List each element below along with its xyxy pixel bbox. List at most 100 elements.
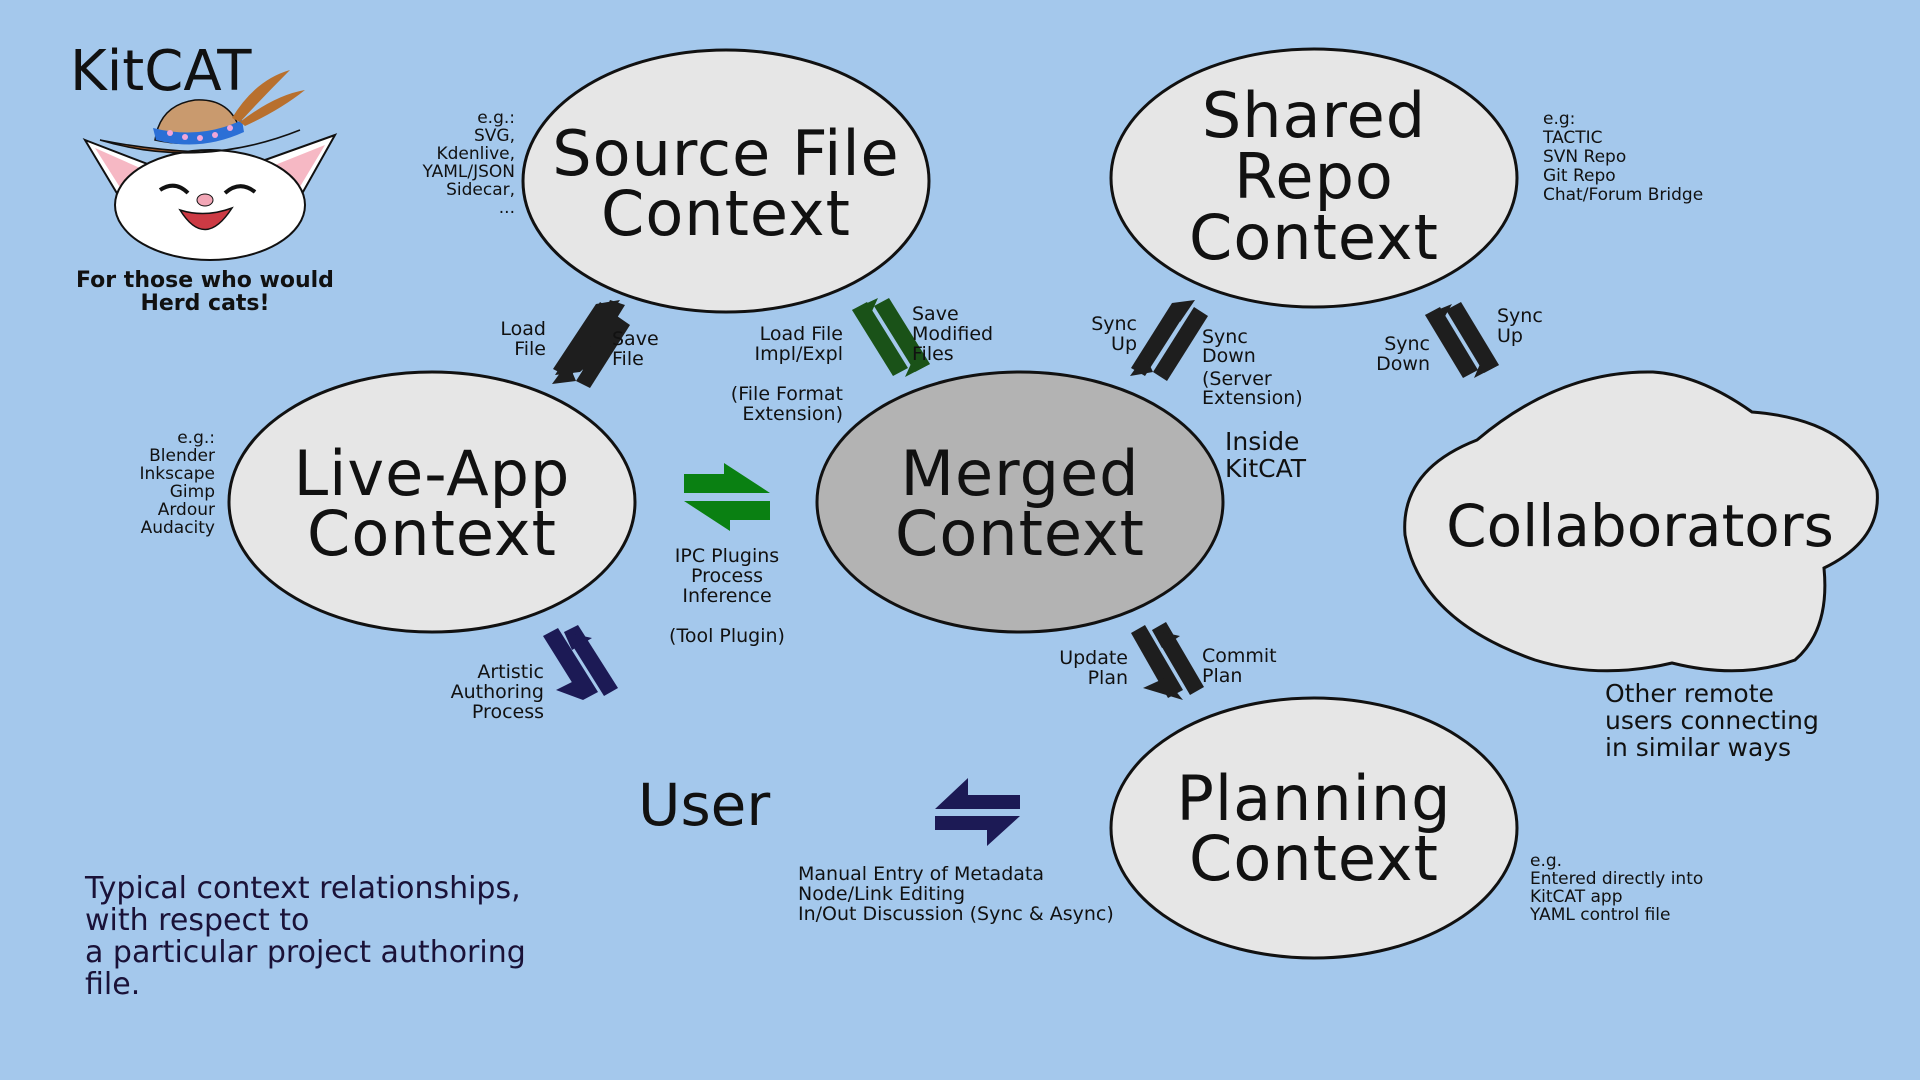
note-text: in similar ways (1605, 733, 1791, 762)
repo-collab-sync-arrow-icon[interactable] (1425, 302, 1499, 378)
edge-label: Inference (682, 585, 771, 607)
inside-kitcat-note-line1: Inside (1225, 427, 1299, 456)
ipc-plugins-arrow-icon[interactable] (684, 463, 770, 531)
edge-label: Plan (1202, 665, 1242, 687)
live-app-title-line1: Live-App (294, 437, 571, 510)
example-text: YAML control file (1529, 905, 1670, 925)
shared-repo-title-line1: Shared (1202, 79, 1426, 152)
edge-label: Up (1111, 333, 1137, 355)
artistic-authoring-arrow-icon[interactable] (543, 625, 618, 700)
planning-title-line2: Context (1189, 822, 1439, 895)
edge-label: (Tool Plugin) (669, 625, 785, 647)
merged-title-line1: Merged (901, 437, 1140, 510)
source-file-ellipse (521, 48, 931, 314)
collaborators-note: Other remote users connecting in similar… (1605, 679, 1819, 762)
node-source-file-context[interactable]: Source File Context (521, 48, 931, 314)
edge-label: Extension) (1202, 387, 1303, 409)
collaborators-title: Collaborators (1446, 492, 1834, 560)
example-text: Ardour (158, 500, 215, 520)
caption-line: Typical context relationships, (84, 871, 521, 906)
sync-up-down-arrow-icon[interactable] (1130, 300, 1208, 381)
edge-label: Sync (1202, 326, 1248, 348)
edge-label: Sync (1497, 305, 1543, 327)
edge-label: File (612, 348, 644, 370)
manual-entry-arrow-icon[interactable] (935, 778, 1020, 846)
edge-label: Save (912, 303, 959, 325)
merged-title-line2: Context (895, 497, 1145, 570)
kitcat-logo: KitCAT For those w (70, 39, 338, 316)
example-text: Blender (149, 446, 215, 466)
edge-label: Sync (1091, 313, 1137, 335)
example-text: Audacity (141, 518, 215, 538)
planning-title-line1: Planning (1176, 762, 1451, 835)
example-text: Kdenlive, (436, 144, 515, 164)
edge-label: Load (500, 318, 546, 340)
edge-label: Impl/Expl (755, 343, 843, 365)
source-file-title-line1: Source File (552, 117, 899, 190)
node-collaborators[interactable]: Collaborators (1403, 370, 1879, 673)
live-app-title-line2: Context (307, 497, 557, 570)
caption-line: a particular project authoring (85, 935, 526, 970)
example-text: SVG, (474, 126, 515, 146)
example-text: Chat/Forum Bridge (1543, 185, 1703, 205)
example-text: KitCAT app (1530, 887, 1623, 907)
source-file-title-line2: Context (601, 177, 851, 250)
livefile-source-labels: Load File Save File (500, 318, 658, 370)
source-file-examples: e.g.: SVG, Kdenlive, YAML/JSON Sidecar, … (422, 108, 515, 218)
edge-label: Plan (1088, 667, 1128, 689)
repo-collab-labels: Sync Down Sync Up (1376, 305, 1543, 375)
merged-repo-labels: Sync Up Sync Down (Server Extension) (1091, 313, 1302, 409)
merged-planning-labels: Update Plan Commit Plan (1059, 645, 1276, 689)
edge-label: Commit (1202, 645, 1277, 667)
cat-mascot-icon (82, 70, 338, 261)
example-text: e.g. (1530, 851, 1562, 871)
update-commit-plan-arrow-icon[interactable] (1131, 622, 1204, 700)
edge-label: Files (912, 343, 954, 365)
node-planning-context[interactable]: Planning Context (1109, 696, 1519, 960)
example-text: YAML/JSON (422, 162, 515, 182)
collaborators-cloud (1403, 370, 1879, 673)
edge-label: Process (691, 565, 763, 587)
edge-label: Down (1376, 353, 1430, 375)
node-shared-repo-context[interactable]: Shared Repo Context (1109, 47, 1519, 309)
planning-examples: e.g. Entered directly into KitCAT app YA… (1529, 851, 1703, 925)
merged-source-labels: Load File Impl/Expl Save Modified Files … (731, 303, 993, 425)
example-text: e.g: (1543, 109, 1575, 129)
shared-repo-ellipse (1109, 47, 1519, 309)
artistic-authoring-labels: Artistic Authoring Process (451, 661, 544, 723)
edge-label: (Server (1202, 368, 1272, 390)
node-merged-context[interactable]: Merged Context (815, 370, 1225, 634)
edge-label: In/Out Discussion (Sync & Async) (798, 903, 1114, 925)
logo-tagline-line2: Herd cats! (140, 291, 269, 316)
edge-label: Modified (912, 323, 993, 345)
live-app-examples: e.g.: Blender Inkscape Gimp Ardour Audac… (139, 428, 215, 538)
logo-title: KitCAT (70, 39, 252, 104)
live-app-ellipse (227, 370, 637, 634)
node-live-app-context[interactable]: Live-App Context (227, 370, 637, 634)
edge-label: Load File (760, 323, 843, 345)
user-node[interactable]: User (638, 771, 770, 839)
edge-label: Down (1202, 345, 1256, 367)
edge-label: Manual Entry of Metadata (798, 863, 1044, 885)
load-save-file-arrow-icon[interactable] (552, 300, 630, 388)
example-text: SVN Repo (1543, 147, 1626, 167)
diagram-caption: Typical context relationships, with resp… (84, 871, 526, 1002)
logo-tagline-line1: For those who would (76, 268, 334, 293)
example-text: Inkscape (139, 464, 215, 484)
edge-label: IPC Plugins (675, 545, 779, 567)
manual-entry-labels: Manual Entry of Metadata Node/Link Editi… (798, 863, 1114, 925)
inside-kitcat-note-line2: KitCAT (1225, 454, 1307, 483)
load-save-modified-arrow-icon[interactable] (852, 298, 930, 377)
caption-line: file. (85, 967, 140, 1002)
edge-label: (File Format (731, 383, 843, 405)
edge-label: Save (612, 328, 659, 350)
note-text: users connecting (1605, 706, 1819, 735)
edge-label: Process (472, 701, 544, 723)
edge-label: Node/Link Editing (798, 883, 965, 905)
merged-ellipse (815, 370, 1225, 634)
example-text: Entered directly into (1530, 869, 1703, 889)
example-text: Gimp (170, 482, 215, 502)
planning-ellipse (1109, 696, 1519, 960)
note-text: Other remote (1605, 679, 1774, 708)
